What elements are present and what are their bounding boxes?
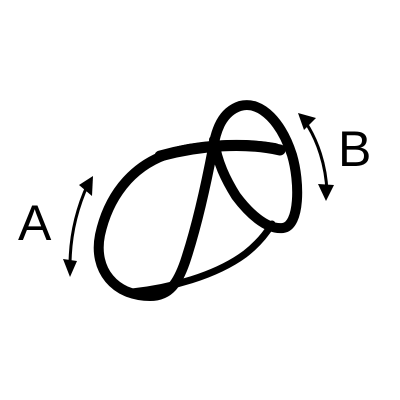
right-double-arrow [298,113,334,201]
left-double-arrow [63,176,93,277]
knot-top-band [154,140,286,162]
knot-lower-strand [128,220,276,296]
label-b: B [338,121,371,177]
knot-large-loop [93,100,303,301]
label-a: A [18,195,52,251]
